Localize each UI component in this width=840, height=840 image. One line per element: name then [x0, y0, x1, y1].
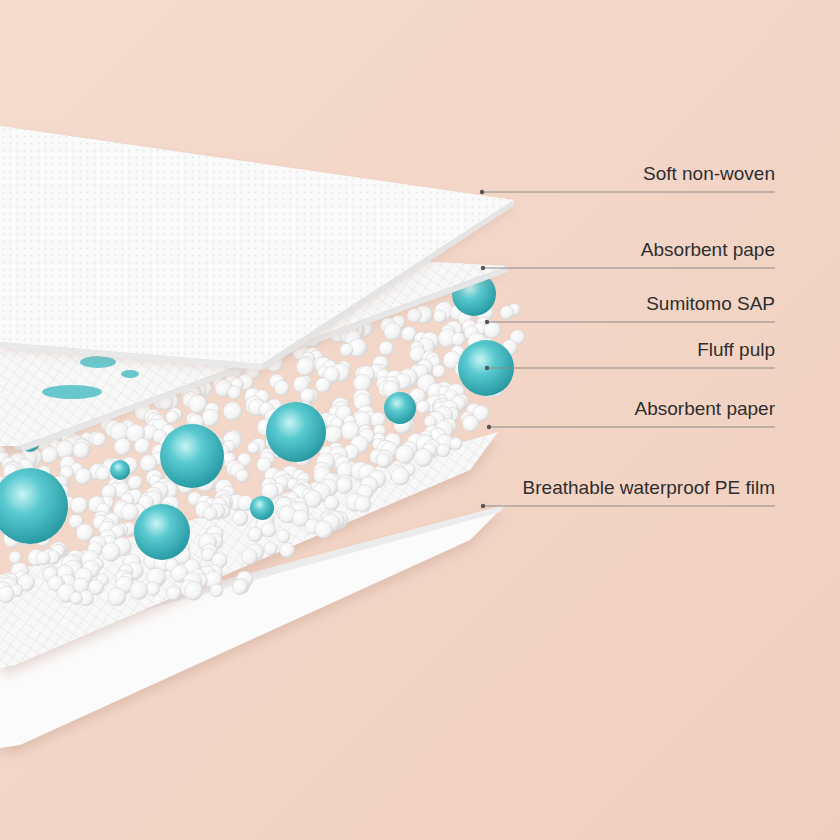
fluff-ball [96, 466, 111, 481]
leader-dot [485, 366, 489, 370]
fluff-ball [134, 438, 150, 454]
fluff-ball [232, 510, 247, 525]
fluff-ball [202, 409, 220, 427]
fluff-ball [324, 495, 339, 510]
fluff-ball [450, 437, 462, 449]
fluff-ball [376, 450, 394, 468]
sap-sphere [110, 460, 130, 480]
fluff-ball [433, 310, 446, 323]
leader-line [487, 368, 775, 369]
fluff-ball [41, 446, 58, 463]
part-label: Soft non-woven [643, 163, 775, 186]
leader-line [487, 322, 775, 323]
fluff-ball [228, 386, 241, 399]
fluff-ball [414, 448, 432, 466]
fluff-ball [166, 411, 179, 424]
fluff-ball [92, 432, 106, 446]
fluff-ball [280, 543, 295, 558]
sap-sphere [134, 504, 190, 560]
fluff-ball [261, 523, 276, 538]
fluff-ball [315, 521, 333, 539]
fluff-ball [325, 426, 343, 444]
sap-sphere [0, 468, 68, 544]
leader-dot [480, 190, 484, 194]
fluff-ball [432, 365, 445, 378]
fluff-ball [462, 415, 478, 431]
fluff-ball [114, 438, 131, 455]
fluff-ball [9, 551, 22, 564]
fluff-ball [248, 527, 262, 541]
leader-line [483, 506, 775, 507]
sap-sphere [384, 392, 416, 424]
fluff-ball [184, 582, 202, 600]
leader-dot [481, 504, 485, 508]
fluff-ball [210, 584, 223, 597]
fluff-ball [166, 586, 180, 600]
fluff-ball [437, 444, 450, 457]
fluff-ball [232, 579, 248, 595]
fluff-ball [203, 507, 217, 521]
sap-sphere [250, 496, 274, 520]
fluff-ball [73, 442, 89, 458]
fluff-ball [391, 467, 409, 485]
leader-line [482, 192, 775, 193]
fluff-ball [384, 323, 402, 341]
part-label: Sumitomo SAP [646, 293, 775, 316]
fluff-ball [354, 496, 370, 512]
fluff-ball [36, 551, 50, 565]
fluff-ball [452, 332, 466, 346]
fluff-ball [264, 542, 277, 555]
leader-dot [481, 266, 485, 270]
fluff-ball [189, 395, 207, 413]
fluff-ball [407, 308, 422, 323]
fluff-ball [223, 402, 242, 421]
fluff-ball [274, 380, 289, 395]
fluff-ball [75, 468, 91, 484]
fluff-ball [340, 343, 353, 356]
fluff-ball [128, 475, 142, 489]
leader-line [483, 268, 775, 269]
fluff-ball [71, 497, 88, 514]
fluff-ball [379, 341, 394, 356]
fluff-ball [277, 530, 290, 543]
fluff-ball [56, 440, 74, 458]
fluff-ball [72, 439, 91, 458]
fluff-ball [336, 478, 352, 494]
part-label: Absorbent paper [635, 398, 776, 421]
fluff-ball [121, 503, 138, 520]
fluff-ball [296, 357, 314, 375]
part-label: Breathable waterproof PE film [523, 477, 775, 500]
fluff-ball [500, 306, 514, 320]
sap-sphere [266, 402, 326, 462]
part-label: Fluff pulp [697, 339, 775, 362]
fluff-ball [241, 549, 257, 565]
leader-dot [485, 320, 489, 324]
fluff-ball [140, 455, 157, 472]
fluff-ball [416, 400, 429, 413]
leader-dot [487, 425, 491, 429]
fluff-ball [102, 543, 121, 562]
fluff-ball [0, 586, 14, 603]
fluff-ball [236, 469, 249, 482]
fluff-ball [108, 588, 126, 606]
fluff-ball [377, 454, 391, 468]
fluff-ball [395, 445, 413, 463]
sap-sphere [160, 424, 224, 488]
fluff-ball [315, 378, 330, 393]
leader-line [489, 427, 775, 428]
fluff-ball [70, 592, 83, 605]
part-label: Absorbent pape [641, 239, 775, 262]
fluff-ball [130, 581, 148, 599]
fluff-ball [248, 442, 260, 454]
